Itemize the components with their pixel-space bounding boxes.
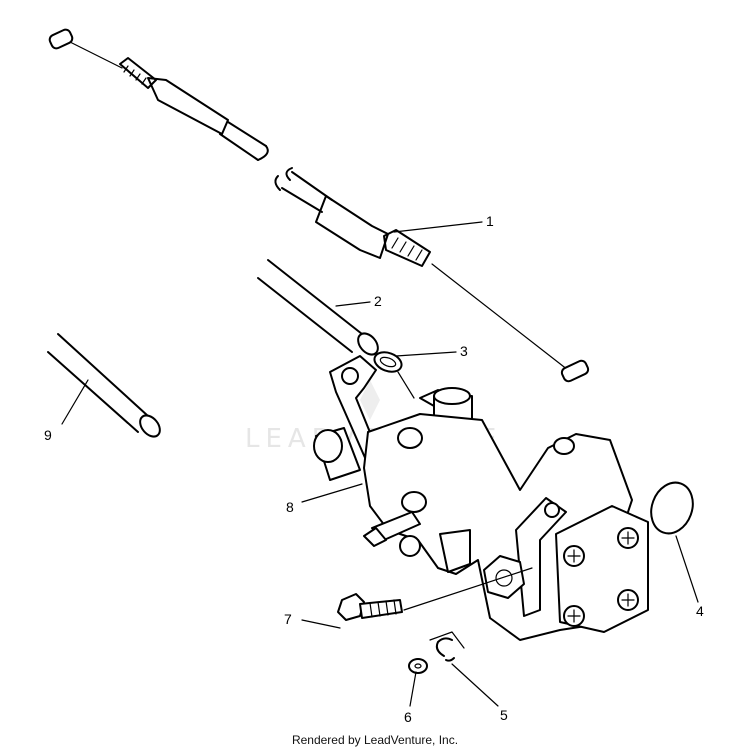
leader-lines [61,221,699,707]
render-credit: Rendered by LeadVenture, Inc. [291,733,459,747]
callout-5: 5 [500,707,508,723]
throttle-cable [48,28,590,383]
hose-clamp [373,351,415,399]
oil-hose-upper [257,259,379,356]
callout-6: 6 [404,709,412,725]
oil-pump-assembly [313,355,649,641]
callout-1: 1 [486,213,494,229]
callout-2: 2 [374,293,382,309]
callout-4: 4 [696,603,704,619]
callout-7: 7 [284,611,292,627]
oil-hose-left [47,333,161,438]
callout-3: 3 [460,343,468,359]
e-clip [435,637,455,662]
washer [408,658,428,674]
mounting-bolt [337,593,403,621]
o-ring [650,481,694,535]
callout-9: 9 [44,427,52,443]
callout-8: 8 [286,499,294,515]
callout-labels: 1 2 3 4 5 6 7 8 9 [44,213,704,725]
